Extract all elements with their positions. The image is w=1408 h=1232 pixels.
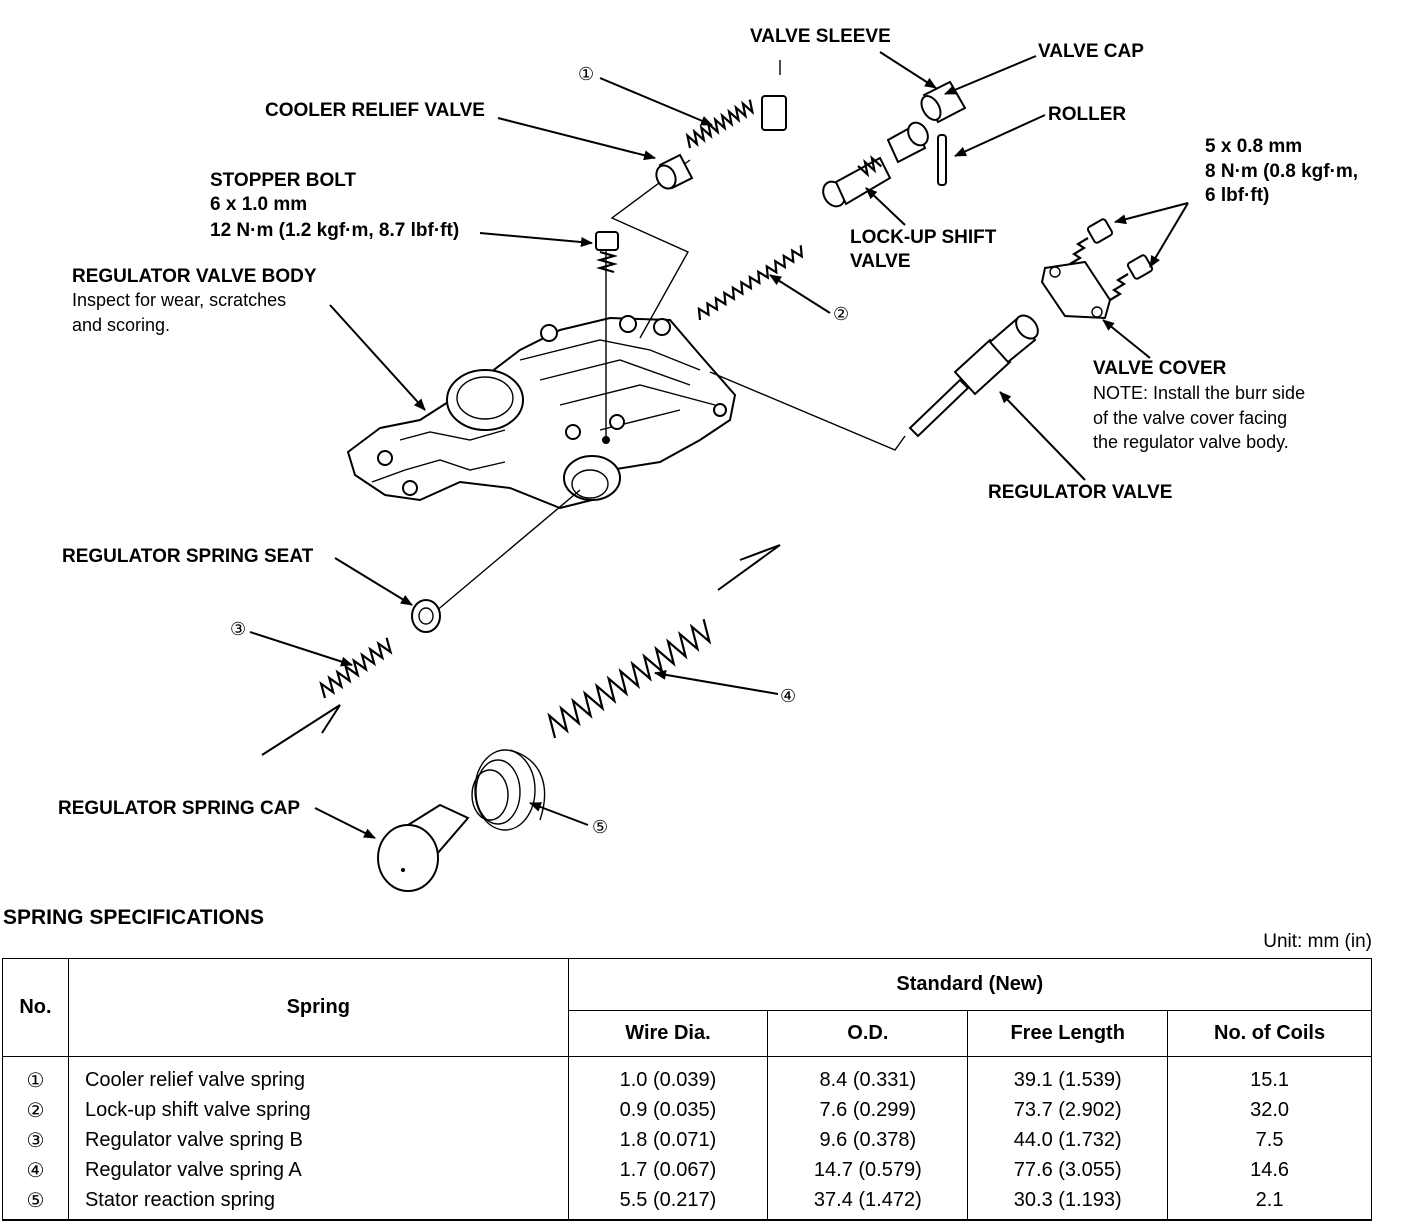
label-valve-cap: VALVE CAP xyxy=(1038,41,1144,62)
regulator-valve xyxy=(908,314,1039,438)
label-roller: ROLLER xyxy=(1048,104,1126,125)
stopper-bolt xyxy=(595,231,619,274)
valve-cap xyxy=(920,80,967,124)
label-bolt-torque-2: 6 lbf·ft) xyxy=(1205,185,1269,206)
label-bolt-torque-1: 8 N·m (0.8 kgf·m, xyxy=(1205,161,1358,182)
table-row: ③ Regulator valve spring B 1.8 (0.071) 9… xyxy=(2,1125,1372,1155)
cell-od: 37.4 (1.472) xyxy=(767,1185,969,1221)
header-coils: No. of Coils xyxy=(1167,1010,1372,1057)
cell-od: 8.4 (0.331) xyxy=(767,1056,969,1095)
cooler-relief-spring-1 xyxy=(685,99,755,149)
table-row: ① Cooler relief valve spring 1.0 (0.039)… xyxy=(2,1056,1372,1095)
valve-cover xyxy=(1040,260,1112,320)
cell-od: 14.7 (0.579) xyxy=(767,1155,969,1185)
cell-free: 30.3 (1.193) xyxy=(967,1185,1169,1221)
label-valve-cover-note1: NOTE: Install the burr side xyxy=(1093,383,1305,403)
spring-spec-title: SPRING SPECIFICATIONS xyxy=(3,906,264,929)
lockup-shift-valve xyxy=(822,121,929,208)
cell-coils: 32.0 xyxy=(1167,1095,1372,1125)
valve-plate xyxy=(761,95,787,131)
marker-5: ⑤ xyxy=(592,817,608,838)
table-row: ⑤ Stator reaction spring 5.5 (0.217) 37.… xyxy=(2,1185,1372,1221)
cell-wire: 1.0 (0.039) xyxy=(567,1056,769,1095)
regulator-spring-b-3 xyxy=(319,637,393,699)
cell-no: ② xyxy=(2,1095,69,1125)
marker-3: ③ xyxy=(230,619,246,640)
direction-arrow-upper xyxy=(717,544,781,591)
label-spring-seat: REGULATOR SPRING SEAT xyxy=(62,546,314,567)
header-wire-dia: Wire Dia. xyxy=(567,1010,769,1057)
cell-od: 7.6 (0.299) xyxy=(767,1095,969,1125)
label-lockup-line1: LOCK-UP SHIFT xyxy=(850,227,997,248)
cell-coils: 7.5 xyxy=(1167,1125,1372,1155)
regulator-valve-body xyxy=(346,315,737,510)
label-bolt-size: 5 x 0.8 mm xyxy=(1205,136,1302,157)
cell-no: ① xyxy=(2,1056,69,1095)
cell-no: ⑤ xyxy=(2,1185,69,1221)
label-regulator-body-note1: Inspect for wear, scratches xyxy=(72,290,286,310)
table-row: ② Lock-up shift valve spring 0.9 (0.035)… xyxy=(2,1095,1372,1125)
marker-2: ② xyxy=(833,304,849,325)
label-lockup-line2: VALVE xyxy=(850,251,911,272)
label-regulator-valve: REGULATOR VALVE xyxy=(988,482,1172,503)
cell-spring: Stator reaction spring xyxy=(67,1185,569,1221)
label-regulator-body: REGULATOR VALVE BODY xyxy=(72,266,317,287)
cell-spring: Cooler relief valve spring xyxy=(67,1056,569,1095)
table-row: ④ Regulator valve spring A 1.7 (0.067) 1… xyxy=(2,1155,1372,1185)
cell-free: 39.1 (1.539) xyxy=(967,1056,1169,1095)
label-valve-cover-note2: of the valve cover facing xyxy=(1093,408,1287,428)
label-stopper-bolt-size: 6 x 1.0 mm xyxy=(210,194,307,215)
cell-free: 44.0 (1.732) xyxy=(967,1125,1169,1155)
label-stopper-bolt-torque: 12 N·m (1.2 kgf·m, 8.7 lbf·ft) xyxy=(210,220,459,241)
label-valve-cover-note3: the regulator valve body. xyxy=(1093,432,1289,452)
header-spring: Spring xyxy=(67,958,569,1057)
stator-reaction-spring-5 xyxy=(471,749,546,831)
unit-label: Unit: mm (in) xyxy=(1263,931,1372,952)
cell-coils: 14.6 xyxy=(1167,1155,1372,1185)
cell-no: ③ xyxy=(2,1125,69,1155)
label-regulator-body-note2: and scoring. xyxy=(72,315,170,335)
cell-spring: Lock-up shift valve spring xyxy=(67,1095,569,1125)
label-spring-cap: REGULATOR SPRING CAP xyxy=(58,798,300,819)
header-od: O.D. xyxy=(767,1010,969,1057)
cell-wire: 0.9 (0.035) xyxy=(567,1095,769,1125)
cell-spring: Regulator valve spring B xyxy=(67,1125,569,1155)
cell-od: 9.6 (0.378) xyxy=(767,1125,969,1155)
leader-arrows xyxy=(249,51,1189,839)
label-stopper-bolt: STOPPER BOLT xyxy=(210,170,356,191)
label-cooler-relief-valve: COOLER RELIEF VALVE xyxy=(265,100,485,121)
cover-bolt-2 xyxy=(1109,254,1154,301)
cell-free: 77.6 (3.055) xyxy=(967,1155,1169,1185)
regulator-spring-cap xyxy=(377,803,470,892)
label-valve-sleeve: VALVE SLEEVE xyxy=(750,26,891,47)
cell-spring: Regulator valve spring A xyxy=(67,1155,569,1185)
assembly-guide-lines xyxy=(434,60,906,613)
cell-wire: 5.5 (0.217) xyxy=(567,1185,769,1221)
marker-1: ① xyxy=(578,64,594,85)
cell-no: ④ xyxy=(2,1155,69,1185)
header-no: No. xyxy=(2,958,69,1057)
cell-coils: 15.1 xyxy=(1167,1056,1372,1095)
cell-coils: 2.1 xyxy=(1167,1185,1372,1221)
label-valve-cover: VALVE COVER xyxy=(1093,358,1227,379)
header-standard: Standard (New) xyxy=(567,958,1373,1011)
lockup-spring-2 xyxy=(697,245,804,321)
marker-4: ④ xyxy=(780,686,796,707)
cell-wire: 1.7 (0.067) xyxy=(567,1155,769,1185)
regulator-spring-seat xyxy=(411,599,441,633)
cell-free: 73.7 (2.902) xyxy=(967,1095,1169,1125)
roller xyxy=(937,134,947,186)
header-free-length: Free Length xyxy=(967,1010,1169,1057)
cover-bolt-1 xyxy=(1069,218,1114,265)
cell-wire: 1.8 (0.071) xyxy=(567,1125,769,1155)
cooler-relief-valve xyxy=(655,153,694,190)
direction-arrow-lower xyxy=(261,704,341,756)
spring-spec-table: No. Spring Standard (New) Wire Dia. O.D.… xyxy=(2,958,1373,1221)
regulator-spring-a-4 xyxy=(547,618,712,739)
